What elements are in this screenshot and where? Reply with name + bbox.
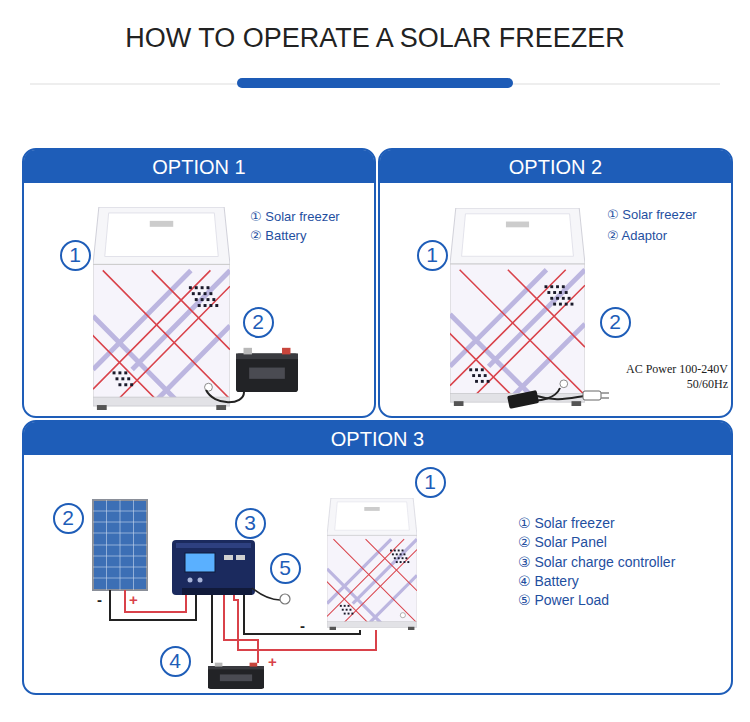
plug-picture xyxy=(583,391,601,400)
callout-text: 2 xyxy=(62,507,74,529)
callout-number: 4 xyxy=(160,646,191,677)
callout-number: 5 xyxy=(270,553,301,584)
title-bar xyxy=(237,78,513,88)
cord xyxy=(537,396,584,399)
callout-text: 4 xyxy=(169,650,181,672)
charge-controller-picture xyxy=(236,555,245,560)
callout-number: 1 xyxy=(415,467,446,498)
key-entry: ① Solar freezer xyxy=(518,515,615,532)
key-entry: ② Adaptor xyxy=(607,228,667,244)
callout-text: 1 xyxy=(424,471,436,493)
charge-controller-picture xyxy=(176,543,251,548)
option-title: OPTION 1 xyxy=(152,155,245,179)
wires xyxy=(125,590,186,612)
wires xyxy=(234,595,376,650)
option-header: OPTION 2 xyxy=(380,150,731,183)
callout-number: 2 xyxy=(243,307,274,338)
freezer-picture xyxy=(301,498,421,630)
charge-controller-picture xyxy=(185,553,215,572)
freezer-picture xyxy=(411,208,590,406)
callout-text: 5 xyxy=(279,557,291,579)
wires xyxy=(224,595,258,663)
solar-panel-picture xyxy=(93,500,147,590)
polarity-sign: + xyxy=(129,591,138,609)
option-header: OPTION 1 xyxy=(24,150,374,183)
wires xyxy=(211,595,213,663)
adaptor-picture xyxy=(507,390,539,409)
plug-pins xyxy=(601,393,609,398)
charge-controller-picture xyxy=(172,540,255,595)
power-load-picture xyxy=(252,588,290,604)
callout-number: 1 xyxy=(417,240,448,271)
option-panel: OPTION 2 1 2 xyxy=(378,148,733,418)
battery-picture xyxy=(208,663,264,689)
key-entry: ② Battery xyxy=(250,228,306,244)
polarity-sign: - xyxy=(97,591,102,609)
option-title: OPTION 2 xyxy=(509,155,602,179)
charge-controller-picture xyxy=(224,555,233,560)
callout-text: 1 xyxy=(69,244,81,266)
option-panel: OPTION 1 1 2 xyxy=(22,148,376,418)
callout-number: 2 xyxy=(600,307,631,338)
key-entry: ③ Solar charge controller xyxy=(518,554,675,571)
key-entry: ① Solar freezer xyxy=(607,207,697,223)
key-entry: ① Solar freezer xyxy=(250,209,340,225)
power-load-picture xyxy=(252,588,280,600)
title: HOW TO OPERATE A SOLAR FREEZER xyxy=(0,22,750,54)
charge-controller-picture xyxy=(188,578,193,583)
option-title: OPTION 3 xyxy=(331,427,424,451)
power-note: AC Power 100-240V 50/60Hz xyxy=(606,362,728,392)
callout-text: 2 xyxy=(252,311,264,333)
polarity-sign: + xyxy=(268,653,277,671)
option-header: OPTION 3 xyxy=(24,422,731,455)
battery-picture xyxy=(236,348,298,392)
key-entry: ⑤ Power Load xyxy=(518,592,609,609)
callout-text: 2 xyxy=(609,311,621,333)
key-entry: ② Solar Panel xyxy=(518,534,607,551)
charge-controller-picture xyxy=(198,578,203,583)
charge-controller-picture xyxy=(172,540,255,595)
freezer-picture xyxy=(54,207,236,410)
solar-panel-picture xyxy=(93,500,147,590)
wires xyxy=(110,590,196,620)
wire xyxy=(206,390,244,402)
wires xyxy=(244,595,360,634)
wires xyxy=(110,590,376,663)
callout-number: 3 xyxy=(235,508,266,539)
power-load-picture xyxy=(280,594,290,604)
key-entry: ④ Battery xyxy=(518,573,579,590)
callout-text: 1 xyxy=(426,244,438,266)
callout-number: 1 xyxy=(60,240,91,271)
solar-panel-picture xyxy=(93,500,147,590)
polarity-sign: - xyxy=(300,617,305,635)
callout-number: 2 xyxy=(53,503,84,534)
charge-controller-picture xyxy=(182,588,252,595)
callout-text: 3 xyxy=(244,512,256,534)
